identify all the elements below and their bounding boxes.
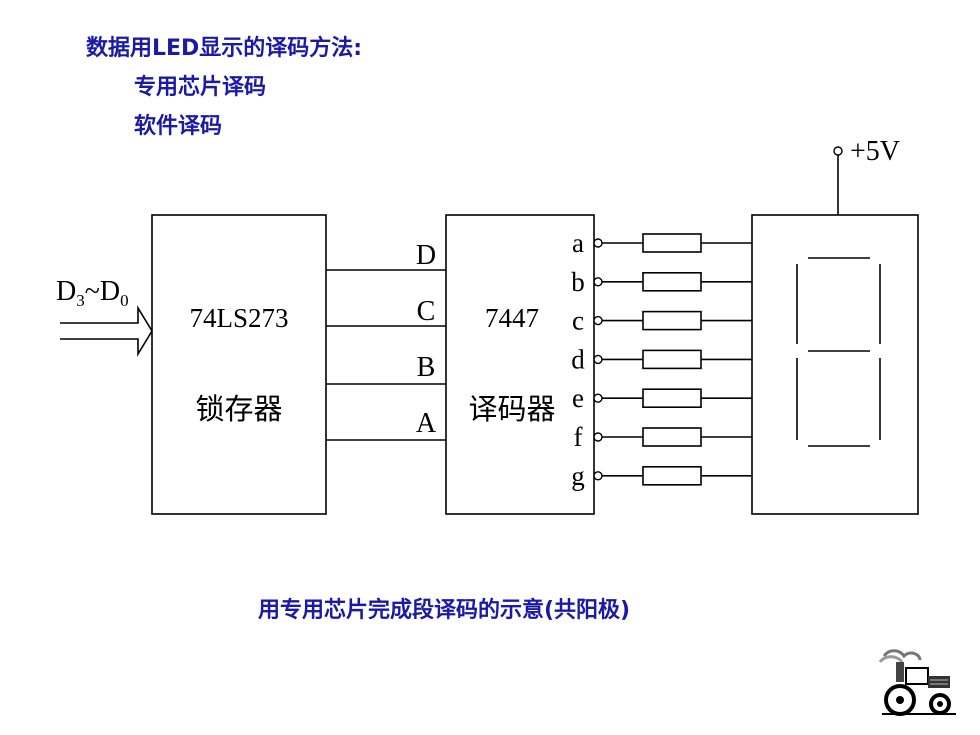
resistor-c (642, 310, 702, 331)
resistor-a (642, 233, 702, 253)
output-pin-g (593, 471, 603, 481)
decoder-name: 译码器 (468, 394, 555, 426)
output-pin-f (593, 432, 603, 442)
resistor-b (642, 271, 702, 292)
output-pin-c (593, 315, 603, 326)
supply-terminal (833, 146, 843, 156)
bus-label-d: D (416, 240, 436, 271)
resistor-e (642, 388, 702, 409)
output-pin-a (593, 238, 603, 248)
decoder-output-label-d: d (571, 344, 585, 374)
seven-segment-digit (796, 257, 881, 447)
decoder-output-label-a: a (572, 228, 584, 258)
latch-part-number: 74LS273 (189, 303, 288, 333)
decoder-output-label-b: b (571, 267, 585, 297)
resistor-d (642, 349, 702, 370)
input-bus-arrow (60, 305, 153, 357)
heading: 数据用LED显示的译码方法: (86, 36, 363, 61)
supply-label: +5V (850, 136, 900, 167)
bus-label-a: A (416, 408, 437, 439)
method-software-decoding: 软件译码 (134, 114, 223, 139)
display-box (751, 214, 919, 515)
latch-box (151, 214, 327, 515)
decoder-output-label-g: g (571, 461, 585, 491)
decoder-box (445, 214, 595, 515)
latch-name: 锁存器 (195, 393, 282, 426)
decoder-output-label-f: f (574, 422, 583, 452)
decoder-part-number: 7447 (485, 303, 539, 333)
tractor-logo-icon (878, 649, 956, 716)
output-pin-e (593, 393, 603, 403)
caption: 用专用芯片完成段译码的示意(共阳极) (258, 598, 631, 623)
bus-label-b: B (417, 352, 436, 383)
resistor-f (642, 427, 702, 447)
output-pin-d (593, 354, 603, 365)
resistor-g (642, 465, 702, 486)
decoder-output-label-c: c (572, 306, 584, 336)
method-chip-decoding: 专用芯片译码 (134, 75, 267, 100)
input-label: D3~D0 (56, 276, 129, 310)
bus-label-c: C (417, 296, 436, 327)
decoder-output-label-e: e (572, 383, 584, 413)
output-pin-b (593, 277, 603, 287)
